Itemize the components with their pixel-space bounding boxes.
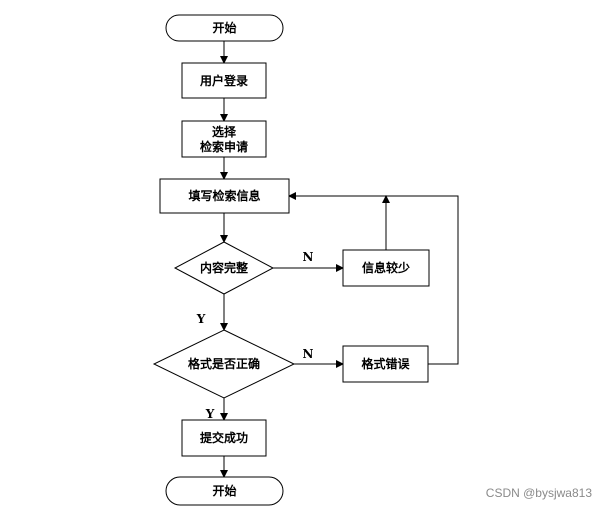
branch-label-format-yes: Y [205, 407, 215, 421]
select-label-line2: 检索申请 [200, 139, 248, 154]
edge-format-error-to-fill [288, 192, 459, 365]
fill-info-label: 填写检索信息 [188, 188, 260, 203]
submit-label: 提交成功 [200, 430, 248, 445]
format-check-decision: 格式是否正确 [152, 329, 296, 399]
info-less-label: 信息较少 [362, 260, 410, 275]
login-process: 用户登录 [181, 62, 267, 99]
content-complete-label: 内容完整 [200, 260, 248, 275]
select-label-line1: 选择 [212, 124, 237, 139]
fill-info-process: 填写检索信息 [159, 178, 290, 214]
format-check-label: 格式是否正确 [188, 356, 260, 371]
connectors [220, 41, 459, 478]
end-terminal: 开始 [165, 476, 284, 506]
content-complete-decision: 内容完整 [173, 241, 275, 295]
format-error-label: 格式错误 [361, 356, 410, 371]
end-label: 开始 [212, 483, 236, 498]
info-less-process: 信息较少 [342, 249, 430, 287]
submit-process: 提交成功 [181, 419, 267, 457]
start-terminal: 开始 [165, 14, 284, 42]
branch-label-content-no: N [303, 250, 314, 264]
branch-label-content-yes: Y [196, 312, 206, 326]
format-error-process: 格式错误 [342, 345, 429, 383]
start-label: 开始 [212, 20, 236, 35]
watermark: CSDN @bysjwa813 [486, 486, 593, 500]
branch-label-format-no: N [303, 347, 314, 361]
select-process: 选择 检索申请 [181, 120, 267, 158]
login-label: 用户登录 [199, 73, 248, 88]
